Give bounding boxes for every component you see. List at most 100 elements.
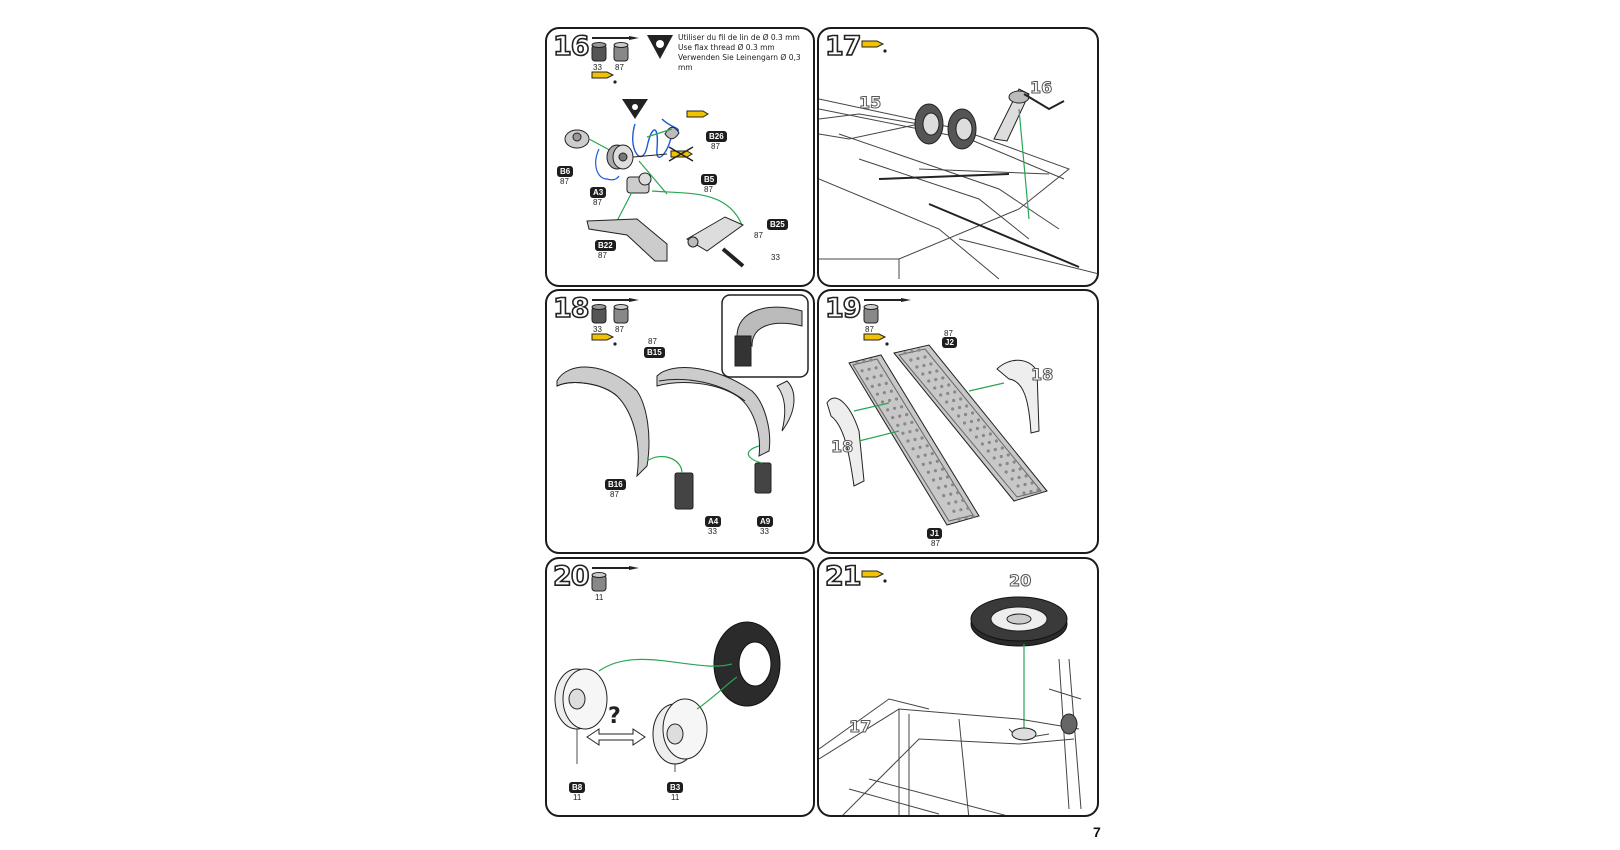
part-tag: A4 <box>705 516 722 527</box>
ramp-hole <box>1006 453 1010 457</box>
step-number: 21 <box>824 560 862 593</box>
ramp-hole <box>891 416 895 420</box>
callout-label: 17 <box>848 717 872 737</box>
part-paint: 33 <box>708 527 717 536</box>
ramp-hole <box>1011 468 1015 473</box>
tyre <box>713 621 781 707</box>
part-paint: 11 <box>671 793 680 802</box>
ramp-j2 <box>893 344 1048 502</box>
ramp-hole <box>886 408 890 412</box>
ramp-hole <box>905 413 909 417</box>
ramp-hole <box>946 391 950 396</box>
spare-wheel <box>970 596 1068 729</box>
part-paint: 87 <box>754 231 763 240</box>
ramp-hole <box>926 470 930 474</box>
ramp-hole <box>965 404 969 408</box>
part-paint: 87 <box>944 329 953 338</box>
ramp-hole <box>1029 489 1033 494</box>
paintbrush-icon <box>592 36 639 40</box>
step-16-panel: 16 33 87 Utiliser du fil de lin de Ø 0.3… <box>545 27 815 287</box>
ramp-hole <box>951 483 955 487</box>
step-number: 18 <box>552 292 590 325</box>
ramp-hole <box>884 381 888 385</box>
ramp-hole <box>969 419 974 424</box>
step-21-panel: 21 20 17 <box>817 557 1099 817</box>
step-19-illustration <box>826 298 1048 526</box>
ramp-hole <box>947 501 951 505</box>
ramp-hole <box>993 447 997 452</box>
ramp-hole <box>896 423 900 427</box>
ramp-hole <box>971 514 975 518</box>
ramp-hole <box>911 447 915 451</box>
part-paint: 33 <box>771 253 780 262</box>
part-paint: 87 <box>711 142 720 151</box>
ramp-hole <box>887 398 892 403</box>
part-tag: B6 <box>557 166 574 177</box>
detail-inset <box>721 294 809 378</box>
part-tag: J2 <box>942 337 957 348</box>
ramp-hole <box>1016 484 1020 488</box>
callout-label: 18 <box>830 437 854 457</box>
ramp-hole <box>917 348 921 352</box>
ramp-hole <box>999 454 1003 459</box>
fender-b16 <box>556 366 650 478</box>
ramp-hole <box>952 398 956 403</box>
ramp-hole <box>947 383 951 387</box>
instruction-en: Use flax thread Ø 0.3 mm <box>678 43 775 52</box>
ramp-hole <box>910 349 914 354</box>
ramp-hole <box>953 390 957 394</box>
ramp-bracket <box>996 359 1040 434</box>
ramp-hole <box>954 500 958 504</box>
ramp-hole <box>1005 461 1009 466</box>
ramp-hole <box>860 369 864 373</box>
ramp-hole <box>994 439 998 443</box>
ramp-hole <box>862 359 866 364</box>
paintbrush-icon <box>592 566 639 570</box>
ramp-hole <box>921 462 925 466</box>
ramp-hole <box>1022 491 1026 495</box>
ramp-hole <box>945 475 950 479</box>
ramp-hole <box>928 370 932 375</box>
glue-tube-icon <box>861 40 887 53</box>
step-17-panel: 17 15 16 <box>817 27 1099 287</box>
question-mark: ? <box>608 704 621 729</box>
ramp-hole <box>933 469 937 473</box>
swap-arrow-icon <box>586 728 646 746</box>
step-18-panel: 18 33 87 87 B15 B16 87 A4 33 A9 33 <box>545 289 815 554</box>
step-16-assembly <box>564 99 745 268</box>
page-number: 7 <box>1093 824 1101 840</box>
ramp-hole <box>894 397 899 401</box>
thread-instructions: Utiliser du fil de lin de Ø 0.3 mm Use f… <box>678 33 813 73</box>
ramp-hole <box>998 463 1002 467</box>
ramp-hole <box>992 456 996 460</box>
trailer-frame <box>819 658 1082 815</box>
ramp-hole <box>986 449 990 453</box>
part-paint: 87 <box>931 539 940 548</box>
ramp-hole <box>920 436 924 440</box>
ramp-hole <box>944 484 948 488</box>
fender-b15 <box>656 367 771 457</box>
ramp-hole <box>913 437 917 442</box>
ramp-hole <box>963 412 968 417</box>
mudflap-a4 <box>674 472 694 510</box>
part-tag: A9 <box>757 516 774 527</box>
part-paint: 33 <box>760 527 769 536</box>
thread-spool-icon <box>647 35 673 59</box>
step-number: 19 <box>824 292 862 325</box>
ramp-hole <box>931 478 936 482</box>
glue-tube-icon <box>863 333 889 346</box>
mudflap-a9 <box>754 462 772 494</box>
ramp-hole <box>908 430 912 434</box>
ramp-hole <box>956 414 961 418</box>
ramp-hole <box>1018 467 1022 471</box>
part-tag: B3 <box>667 782 684 793</box>
ramp-hole <box>906 439 910 443</box>
ramp-hole <box>933 386 937 390</box>
paint-code: 87 <box>615 325 624 334</box>
step-21-illustration <box>819 570 1082 815</box>
part-tag: B26 <box>706 131 727 142</box>
ramp-hole <box>865 377 869 381</box>
ramp-hole <box>958 405 962 410</box>
part-paint: 87 <box>598 251 607 260</box>
part-tag: J1 <box>927 528 942 539</box>
